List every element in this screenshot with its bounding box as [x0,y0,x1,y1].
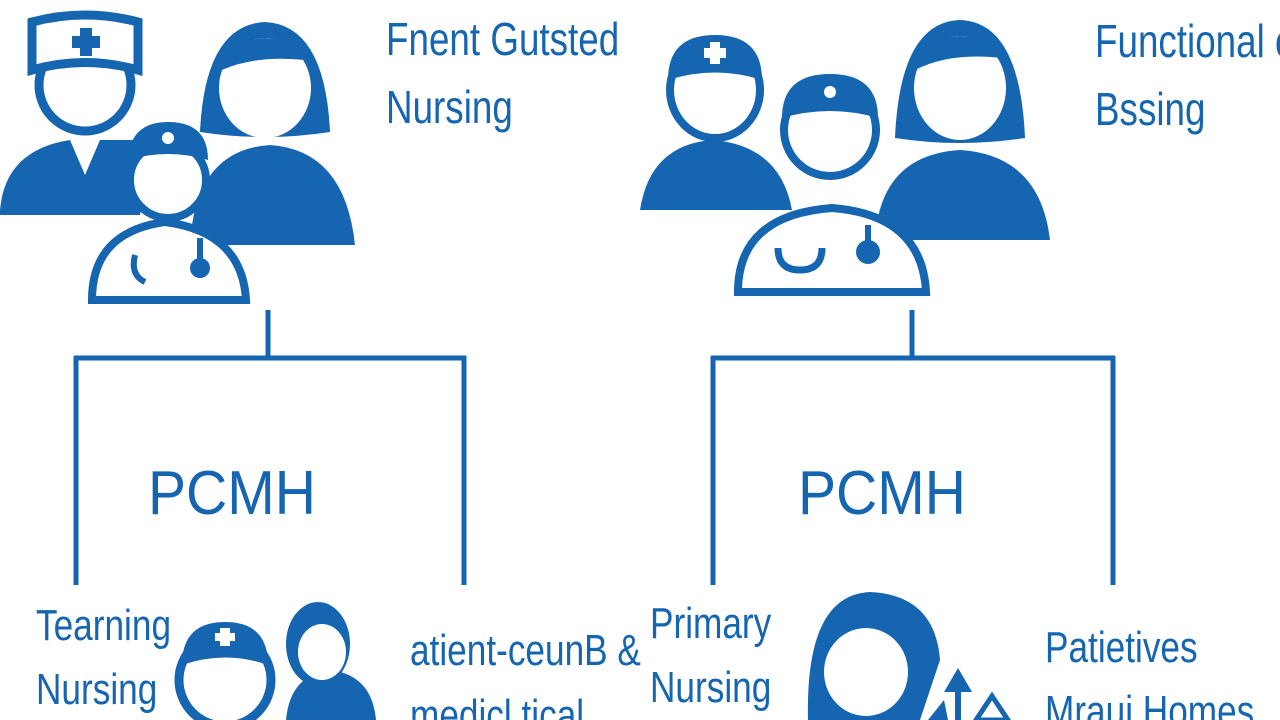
primary-nursing-line1: Primary [650,599,772,648]
left-pcmh-label: PCMH [148,459,316,528]
bottom-right-patient-icon [807,592,940,720]
doctor-stethoscope-icon [733,74,931,296]
right-pcmh-label: PCMH [798,459,966,528]
woman-icon [875,20,1050,240]
male-nurse-icon [0,10,145,215]
bottom-left-text-line1: Tearning [36,601,172,650]
primary-nursing-line2: Nursing [650,663,772,712]
bottom-center-text-line2: medicl tical [410,691,585,720]
bottom-left-nurse-group-icon [174,602,376,720]
up-arrows-icon [928,668,1012,720]
bottom-right-text-line2: Mraui Homes [1045,687,1255,720]
top-right-heading-line1: Functional or [1095,15,1280,67]
bottom-center-text-line1: atient-ceunB & [410,626,641,675]
right-pcmh-box [710,310,1116,585]
top-left-nurse-group-icon [0,10,355,304]
male-nurse-icon [640,35,792,210]
top-left-heading-line1: Fnent Gutsted [386,13,620,65]
top-right-heading-line2: Bssing [1095,83,1206,135]
doctor-stethoscope-icon [87,122,251,304]
top-right-nurse-group-icon [640,20,1050,296]
bottom-right-text-line1: Patietives [1045,623,1198,672]
left-pcmh-box [73,310,467,585]
woman-icon [190,22,355,245]
top-left-heading-line2: Nursing [386,81,513,133]
bottom-left-text-line2: Nursing [36,665,158,714]
